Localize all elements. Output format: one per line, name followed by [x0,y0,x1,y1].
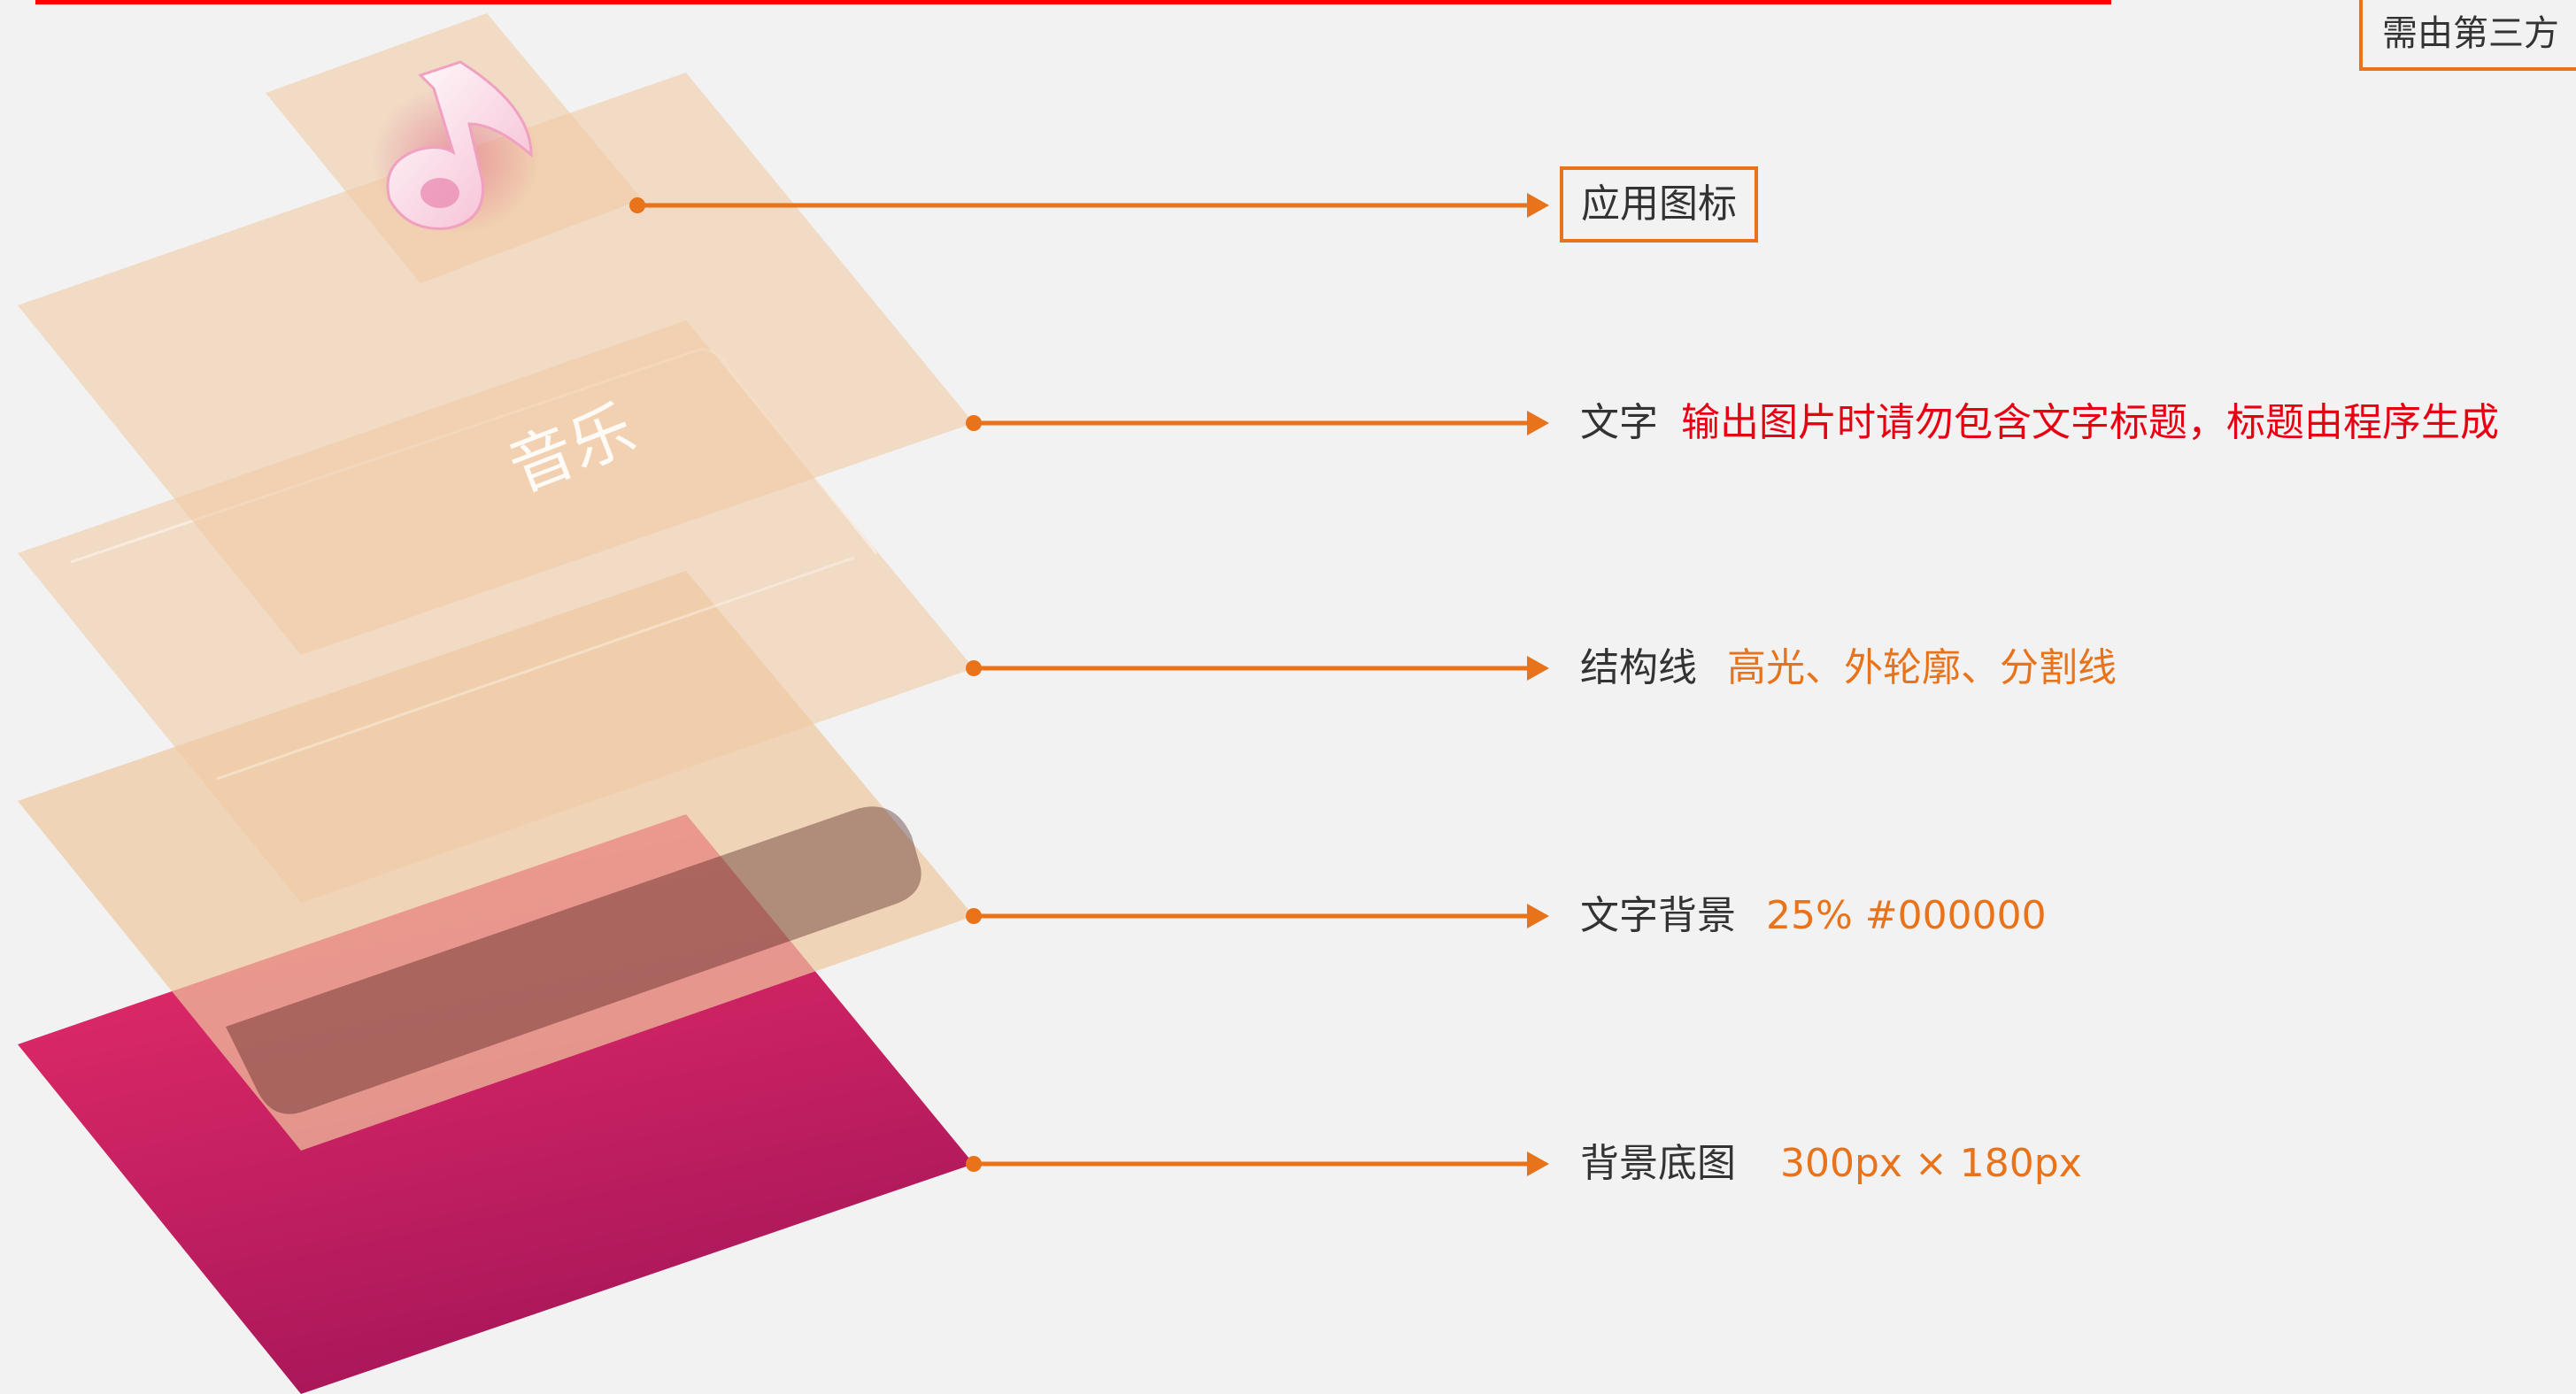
label-text: 文字 输出图片时请勿包含文字标题，标题由程序生成 [1580,397,2499,450]
label-text-note: 输出图片时请勿包含文字标题，标题由程序生成 [1681,400,2499,445]
arrowhead-structure-lines [1527,656,1549,681]
corner-note-text: 需由第三方 [2382,13,2559,54]
corner-note-box: 需由第三方 [2359,0,2576,71]
label-text-background-title: 文字背景 [1580,893,1736,938]
label-structure-lines: 结构线 高光、外轮廓、分割线 [1580,642,2117,695]
label-text-background-note: 25% #000000 [1766,893,2047,938]
label-background-image-note: 300px × 180px [1780,1141,2082,1186]
label-app-icon-title: 应用图标 [1581,181,1737,227]
label-structure-lines-title: 结构线 [1580,645,1697,690]
layer-stack-illustration: 音乐 [18,13,982,1394]
leader-dot-app-icon [629,197,645,213]
label-text-title: 文字 [1580,400,1658,445]
label-background-image-title: 背景底图 [1580,1141,1736,1186]
arrowhead-app-icon [1527,193,1549,218]
arrowhead-text-background [1527,904,1549,928]
label-text-background: 文字背景 25% #000000 [1580,890,2047,943]
leader-dot-text [966,415,982,431]
arrowhead-text [1527,411,1549,435]
leader-dot-background-image [966,1156,982,1172]
text-background-strip [226,806,922,1114]
music-note-icon [386,60,533,230]
arrowhead-background-image [1527,1151,1549,1176]
label-structure-lines-note: 高光、外轮廓、分割线 [1727,645,2117,690]
leader-dot-text-background [966,908,982,924]
label-app-icon: 应用图标 [1560,166,1758,243]
label-background-image: 背景底图 300px × 180px [1580,1137,2082,1190]
leader-dot-structure-lines [966,660,982,676]
top-red-bar [35,0,2111,4]
text-layer [18,73,974,655]
structure-divider-line [216,556,855,781]
